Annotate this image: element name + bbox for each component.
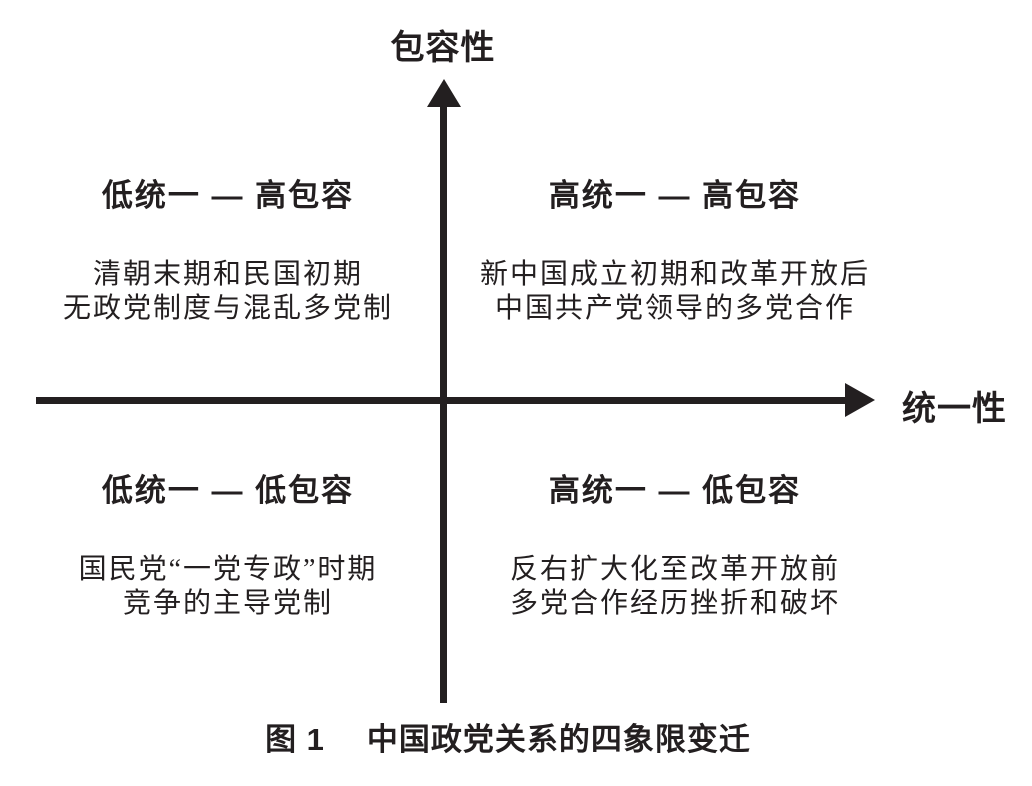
quadrant-top-right: 高统一 — 高包容 新中国成立初期和改革开放后 中国共产党领导的多党合作 [455,178,895,326]
figure-caption: 图 1 中国政党关系的四象限变迁 [0,714,1016,759]
quadrant-top-left-description: 清朝末期和民国初期 无政党制度与混乱多党制 [28,258,428,326]
description-line: 反右扩大化至改革开放前 [509,554,840,585]
y-axis-label: 包容性 [390,29,496,67]
x-axis-label: 统一性 [902,390,1007,428]
quadrant-bottom-right: 高统一 — 低包容 反右扩大化至改革开放前 多党合作经历挫折和破坏 [455,473,895,621]
description-line: 国民党“一党专政”时期 [78,554,378,585]
quadrant-bottom-left-description: 国民党“一党专政”时期 竞争的主导党制 [28,553,428,621]
description-line: 清朝末期和民国初期 [92,259,363,290]
quadrant-bottom-right-description: 反右扩大化至改革开放前 多党合作经历挫折和破坏 [455,553,895,621]
quadrant-bottom-left: 低统一 — 低包容 国民党“一党专政”时期 竞争的主导党制 [28,473,428,621]
x-axis-arrowhead-icon [845,383,875,417]
description-line: 中国共产党领导的多党合作 [494,293,855,324]
quadrant-bottom-right-heading: 高统一 — 低包容 [548,473,802,508]
quadrant-top-left: 低统一 — 高包容 清朝末期和民国初期 无政党制度与混乱多党制 [28,178,428,326]
quadrant-top-right-description: 新中国成立初期和改革开放后 中国共产党领导的多党合作 [455,258,895,326]
description-line: 新中国成立初期和改革开放后 [479,259,870,290]
description-line: 多党合作经历挫折和破坏 [509,588,840,619]
quadrant-top-right-heading: 高统一 — 高包容 [548,178,802,213]
quadrant-top-left-heading: 低统一 — 高包容 [101,178,355,213]
quadrant-bottom-left-heading: 低统一 — 低包容 [101,473,355,508]
figure-caption-number: 图 1 [265,722,325,757]
description-line: 竞争的主导党制 [122,588,333,619]
description-line: 无政党制度与混乱多党制 [62,293,393,324]
x-axis-line [36,397,846,404]
figure-caption-title: 中国政党关系的四象限变迁 [366,722,751,757]
